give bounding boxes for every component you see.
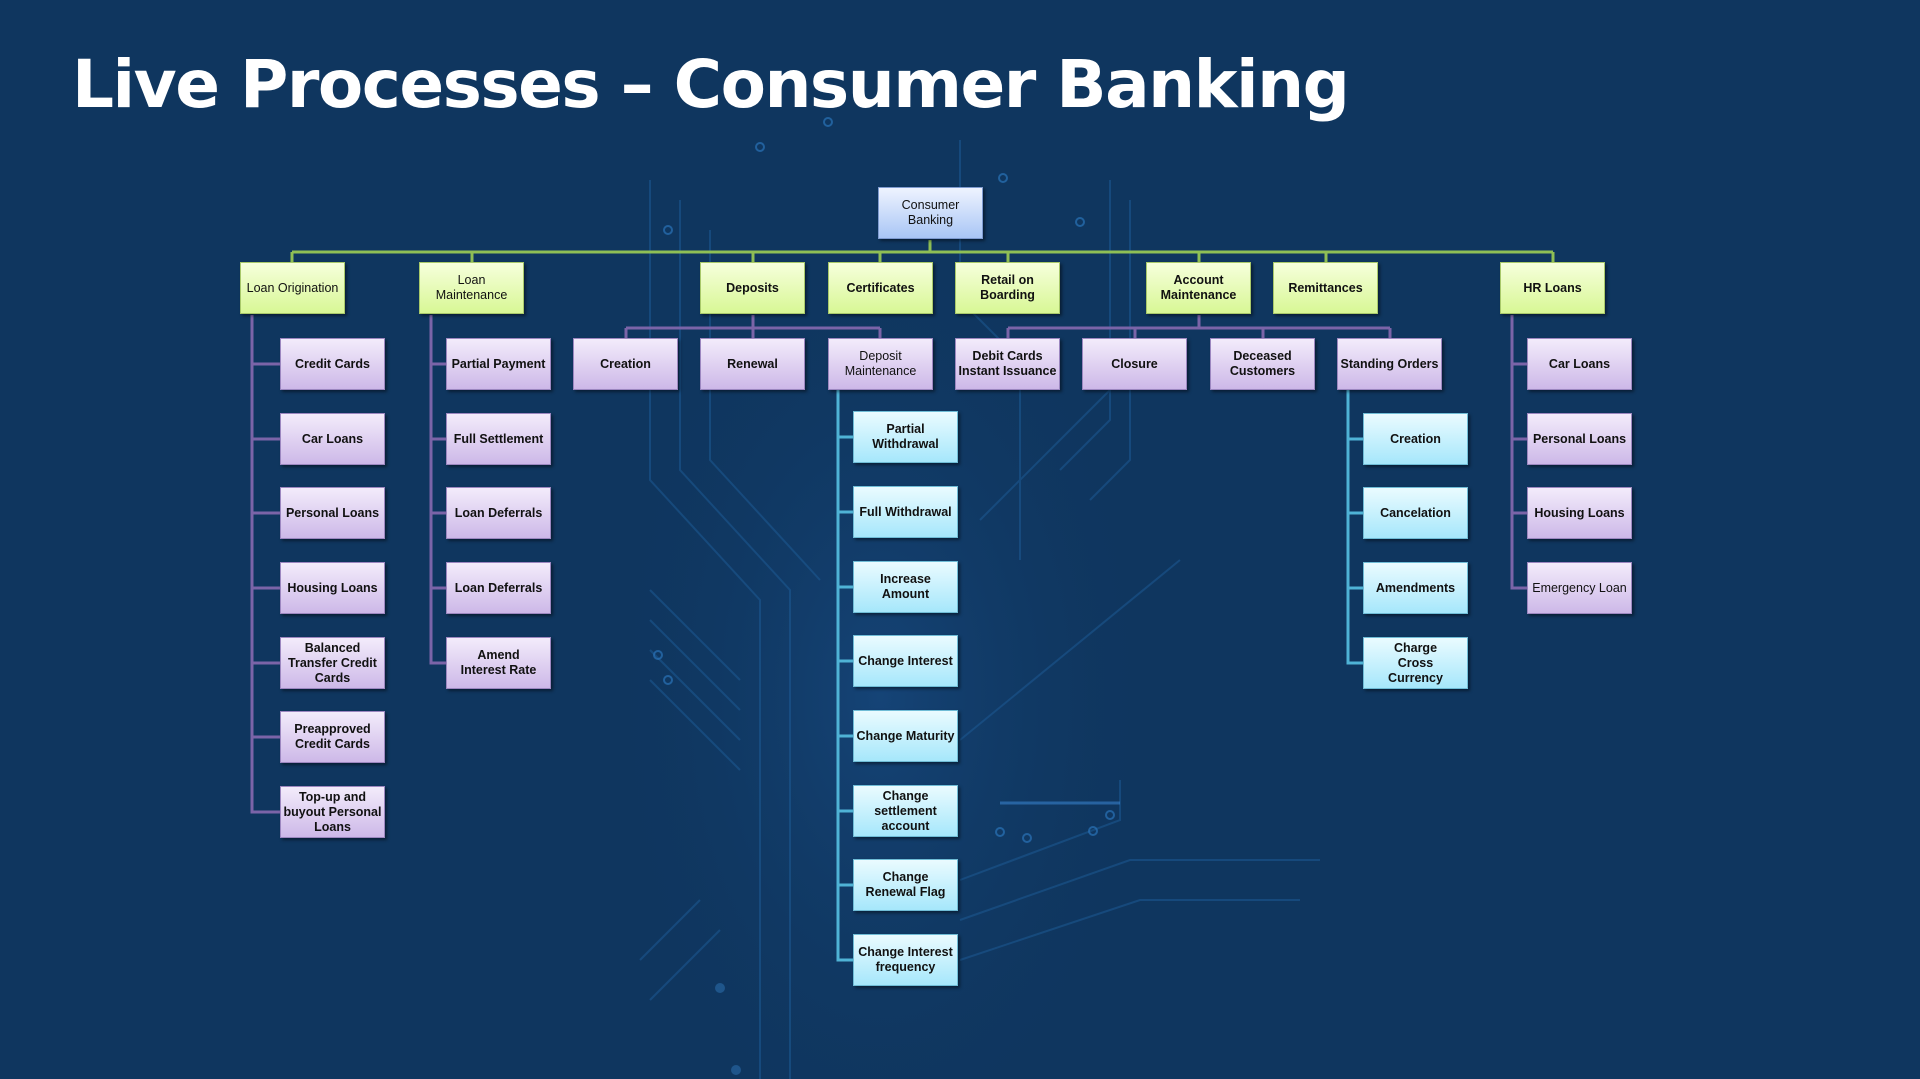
node-lm-loan-deferrals[interactable]: Loan Deferrals (446, 487, 551, 539)
node-am-closure[interactable]: Closure (1082, 338, 1187, 390)
node-hr-emergency-loan[interactable]: Emergency Loan (1527, 562, 1632, 614)
node-dm-change-interest-frequency[interactable]: Change Interest frequency (853, 934, 958, 986)
node-lm-amend-interest-rate[interactable]: Amend Interest Rate (446, 637, 551, 689)
node-lm-full-settlement[interactable]: Full Settlement (446, 413, 551, 465)
node-so-amendments[interactable]: Amendments (1363, 562, 1468, 614)
node-certificates[interactable]: Certificates (828, 262, 933, 314)
node-dm-change-settlement-account[interactable]: Change settlement account (853, 785, 958, 837)
node-consumer-banking[interactable]: Consumer Banking (878, 187, 983, 239)
node-am-standing-orders[interactable]: Standing Orders (1337, 338, 1442, 390)
connector-loan-origination-children (250, 315, 280, 814)
node-am-debit-cards-instant-issuance[interactable]: Debit Cards Instant Issuance (955, 338, 1060, 390)
node-lo-credit-cards[interactable]: Credit Cards (280, 338, 385, 390)
node-lo-topup-buyout-personal-loans[interactable]: Top-up and buyout Personal Loans (280, 786, 385, 838)
node-hr-personal-loans[interactable]: Personal Loans (1527, 413, 1632, 465)
node-dm-change-renewal-flag[interactable]: Change Renewal Flag (853, 859, 958, 911)
node-dep-renewal[interactable]: Renewal (700, 338, 805, 390)
node-lo-car-loans[interactable]: Car Loans (280, 413, 385, 465)
connector-account-maintenance-children (1006, 315, 1392, 338)
node-dm-change-interest[interactable]: Change Interest (853, 635, 958, 687)
connector-hr-loans-children (1510, 315, 1527, 590)
node-am-deceased-customers[interactable]: Deceased Customers (1210, 338, 1315, 390)
node-so-charge-cross-currency[interactable]: Charge Cross Currency (1363, 637, 1468, 689)
connector-deposit-maintenance-children (836, 389, 853, 962)
node-lm-partial-payment[interactable]: Partial Payment (446, 338, 551, 390)
connector-deposits-children (624, 315, 882, 338)
node-so-creation[interactable]: Creation (1363, 413, 1468, 465)
node-dm-increase-amount[interactable]: Increase Amount (853, 561, 958, 613)
node-dm-full-withdrawal[interactable]: Full Withdrawal (853, 486, 958, 538)
node-hr-loans[interactable]: HR Loans (1500, 262, 1605, 314)
node-hr-car-loans[interactable]: Car Loans (1527, 338, 1632, 390)
connector-standing-orders-children (1346, 389, 1363, 665)
node-lo-balanced-transfer-credit-cards[interactable]: Balanced Transfer Credit Cards (280, 637, 385, 689)
node-lm-loan-deferrals-2[interactable]: Loan Deferrals (446, 562, 551, 614)
node-so-cancelation[interactable]: Cancelation (1363, 487, 1468, 539)
slide-title: Live Processes – Consumer Banking (72, 46, 1350, 123)
node-dep-deposit-maintenance[interactable]: Deposit Maintenance (828, 338, 933, 390)
node-lo-preapproved-credit-cards[interactable]: Preapproved Credit Cards (280, 711, 385, 763)
node-account-maintenance[interactable]: Account Maintenance (1146, 262, 1251, 314)
node-lo-personal-loans[interactable]: Personal Loans (280, 487, 385, 539)
node-hr-housing-loans[interactable]: Housing Loans (1527, 487, 1632, 539)
node-lo-housing-loans[interactable]: Housing Loans (280, 562, 385, 614)
node-remittances[interactable]: Remittances (1273, 262, 1378, 314)
node-dm-partial-withdrawal[interactable]: Partial Withdrawal (853, 411, 958, 463)
node-dm-change-maturity[interactable]: Change Maturity (853, 710, 958, 762)
node-deposits[interactable]: Deposits (700, 262, 805, 314)
node-dep-creation[interactable]: Creation (573, 338, 678, 390)
node-loan-origination[interactable]: Loan Origination (240, 262, 345, 314)
node-retail-on-boarding[interactable]: Retail on Boarding (955, 262, 1060, 314)
node-loan-maintenance[interactable]: Loan Maintenance (419, 262, 524, 314)
connector-loan-maintenance-children (429, 315, 446, 665)
